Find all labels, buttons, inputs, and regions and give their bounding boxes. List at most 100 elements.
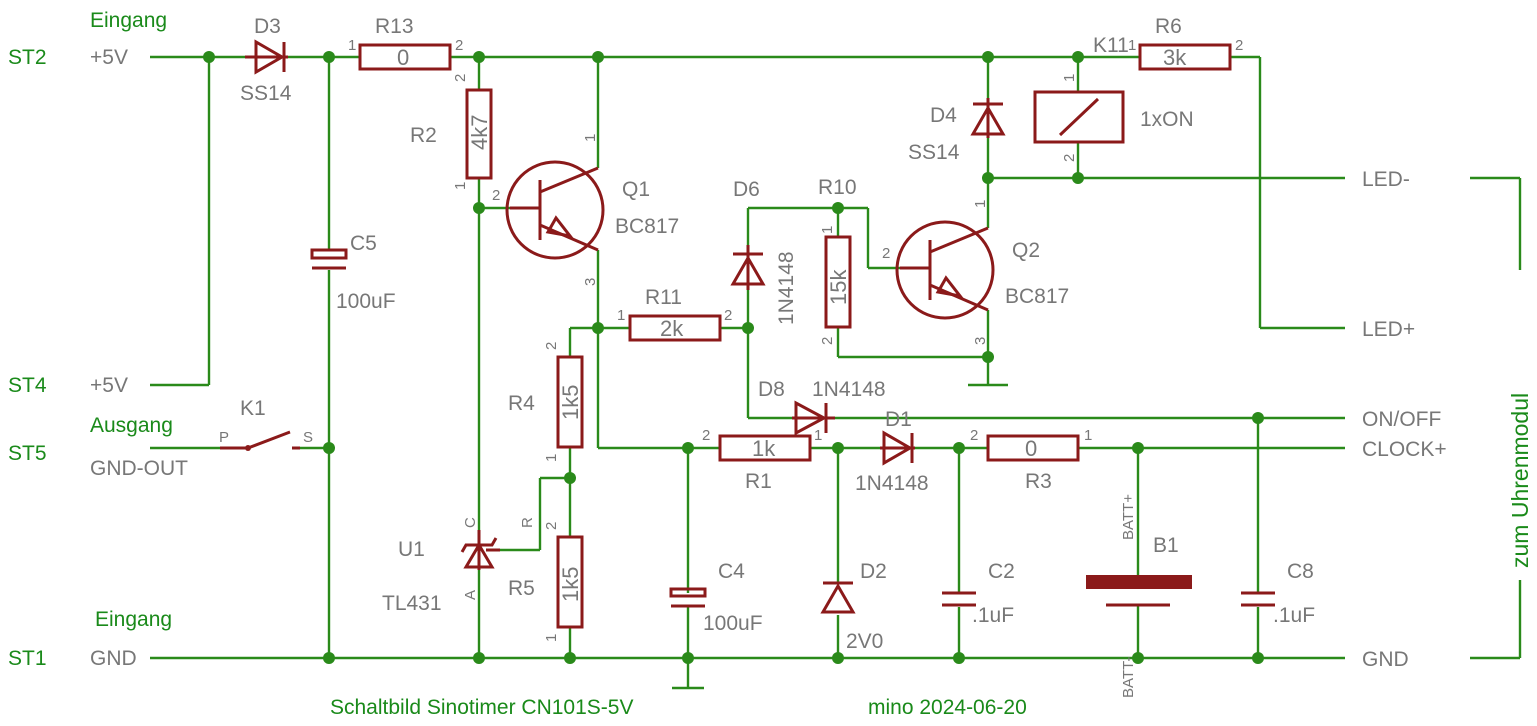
footer-author: mino 2024-06-20 [868,696,1027,719]
wires [150,55,1522,690]
k1-ref: K1 [240,397,266,420]
r6-ref: R6 [1155,15,1182,38]
c2-ref: C2 [988,560,1015,583]
r6-value: 3k [1163,45,1187,70]
resistor-r11-symbol [628,314,722,342]
r2-value: 4k7 [467,115,492,150]
gnd-out-label: GND-OUT [90,457,188,480]
u1-pin-a: A [462,590,479,600]
r5-pin2: 2 [543,522,560,530]
r1-pin2: 2 [702,427,710,444]
switch-k1-symbol [220,430,300,451]
q1-ref: Q1 [622,178,650,201]
k11-ref: K11 [1093,34,1129,57]
connector-st1-label: ST1 [8,647,47,670]
c5-ref: C5 [350,232,377,255]
diode-d2-symbol [820,581,856,614]
r4-pin1: 1 [543,454,560,462]
q2-pin2: 2 [882,245,890,262]
r11-ref: R11 [645,286,682,309]
r3-pin1: 1 [1084,427,1092,444]
q1-pin2: 2 [492,187,500,204]
d3-ref: D3 [254,15,281,38]
v5-mid-label: +5V [90,374,128,397]
d8-value: 1N4148 [812,378,886,401]
output-gnd: GND [1362,648,1409,671]
transistor-q1-symbol [505,160,605,260]
connector-st5-label: ST5 [8,442,47,465]
output-led-minus: LED- [1362,168,1410,191]
battery-b1-symbol [1086,575,1192,607]
r13-pin2: 2 [455,37,463,54]
eingang-top-label: Eingang [90,9,167,32]
u1-ref: U1 [398,538,425,561]
b1-pin-minus: BATT- [1120,657,1137,698]
footer-title: Schaltbild Sinotimer CN101S-5V [330,696,633,719]
d6-value: 1N4148 [775,251,798,325]
diode-d4-symbol [970,98,1006,138]
q1-value: BC817 [615,215,679,238]
regulator-u1-symbol [460,530,500,570]
resistor-r3-symbol [986,434,1080,462]
r10-pin1: 1 [819,226,836,234]
v5-top-label: +5V [90,46,128,69]
c8-ref: C8 [1287,560,1314,583]
r2-pin1: 1 [452,182,469,190]
r13-value: 0 [397,45,409,70]
capacitor-c2-symbol [942,591,976,607]
r1-ref: R1 [745,470,772,493]
gnd-in-label: GND [90,647,137,670]
r11-value: 2k [660,316,684,341]
u1-pin-c: C [462,517,479,528]
r2-pin2: 2 [452,74,469,82]
k1-pin-p: P [219,429,229,446]
d8-ref: D8 [758,378,785,401]
relay-k11-symbol [1033,90,1125,144]
capacitor-c4-symbol [669,587,707,608]
c4-value: 100uF [703,612,763,635]
k11-value: 1xON [1140,108,1194,131]
r1-value: 1k [752,436,776,461]
q2-pin3: 3 [972,337,989,345]
resistor-r2-symbol [465,88,493,180]
output-led-plus: LED+ [1362,318,1415,341]
r6-pin1: 1 [1128,37,1136,54]
output-clock-plus: CLOCK+ [1362,438,1447,461]
q1-pin3: 3 [582,278,599,286]
r11-pin1: 1 [617,307,625,324]
r10-ref: R10 [818,176,857,199]
r3-ref: R3 [1025,470,1052,493]
d2-value: 2V0 [846,630,883,653]
q2-ref: Q2 [1012,239,1040,262]
c4-ref: C4 [718,560,745,583]
diode-d1-symbol [880,430,915,466]
connector-st4-label: ST4 [8,374,47,397]
q2-value: BC817 [1005,285,1069,308]
u1-pin-r: R [519,517,536,528]
transistor-q2-symbol [895,220,995,320]
d6-ref: D6 [733,178,760,201]
d1-ref: D1 [885,408,912,431]
u1-value: TL431 [382,592,442,615]
r13-ref: R13 [375,15,414,38]
resistor-r13-symbol [358,43,452,71]
r4-value: 1k5 [558,385,583,420]
capacitor-c5-symbol [310,248,348,270]
resistor-r6-symbol [1138,43,1232,71]
r5-ref: R5 [508,577,535,600]
c8-value: .1uF [1273,604,1315,627]
resistor-r4-symbol [556,355,584,449]
junctions [203,51,1264,664]
output-on-off: ON/OFF [1362,408,1441,431]
resistor-r5-symbol [556,535,584,629]
ausgang-label: Ausgang [90,414,173,437]
resistor-r10-symbol [824,235,852,329]
r11-pin2: 2 [724,307,732,324]
d4-ref: D4 [930,104,957,127]
r6-pin2: 2 [1235,37,1243,54]
r2-ref: R2 [410,124,437,147]
c5-value: 100uF [336,290,396,313]
q1-pin1: 1 [582,134,599,142]
r4-pin2: 2 [543,342,560,350]
